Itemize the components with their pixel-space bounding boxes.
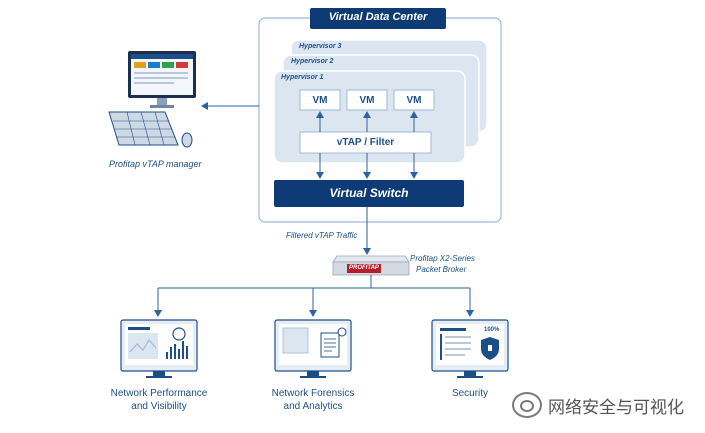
traffic-label: Filtered vTAP Traffic xyxy=(286,231,358,240)
virtual-switch-label: Virtual Switch xyxy=(329,186,409,200)
vtap-filter-label: vTAP / Filter xyxy=(336,137,395,148)
vtap-filter-box xyxy=(299,131,432,154)
forensics-label-line1: Network Forensics xyxy=(271,388,355,399)
vm-box-1 xyxy=(299,89,341,111)
manager-computer-icon xyxy=(108,51,196,148)
broker-label-line2: Packet Broker xyxy=(416,265,467,274)
vm-label-3: VM xyxy=(406,95,422,106)
datacenter-title: Virtual Data Center xyxy=(328,11,428,23)
performance-monitor-icon xyxy=(120,319,198,378)
datacenter-title-bar xyxy=(310,8,446,29)
packet-broker-device xyxy=(332,255,410,276)
vm-box-3 xyxy=(393,89,435,111)
vm-label-2: VM xyxy=(359,95,375,106)
vm-box-2 xyxy=(346,89,388,111)
hypervisor-3-label: Hypervisor 3 xyxy=(299,43,342,50)
forensics-monitor-icon xyxy=(274,319,352,378)
hypervisor-2-label: Hypervisor 2 xyxy=(291,58,334,65)
broker-device-label: PROFITAP xyxy=(349,265,379,271)
watermark-text: 网络安全与可视化 xyxy=(548,397,684,418)
hypervisor-1-label: Hypervisor 1 xyxy=(281,74,324,81)
security-label: Security xyxy=(451,388,489,399)
security-badge-text: 100% xyxy=(484,327,500,333)
broker-label-line1: Profitap X2-Series xyxy=(410,254,475,263)
virtual-switch-bar xyxy=(274,180,464,207)
performance-label-line2: and Visibility xyxy=(131,401,187,412)
security-monitor-icon xyxy=(431,319,509,378)
wechat-icon xyxy=(512,392,542,418)
performance-label-line1: Network Performance xyxy=(110,388,208,399)
watermark: 网络安全与可视化 xyxy=(512,392,684,418)
vm-label-1: VM xyxy=(312,95,328,106)
manager-label: Profitap vTAP manager xyxy=(109,159,202,169)
forensics-label-line2: and Analytics xyxy=(283,401,343,412)
